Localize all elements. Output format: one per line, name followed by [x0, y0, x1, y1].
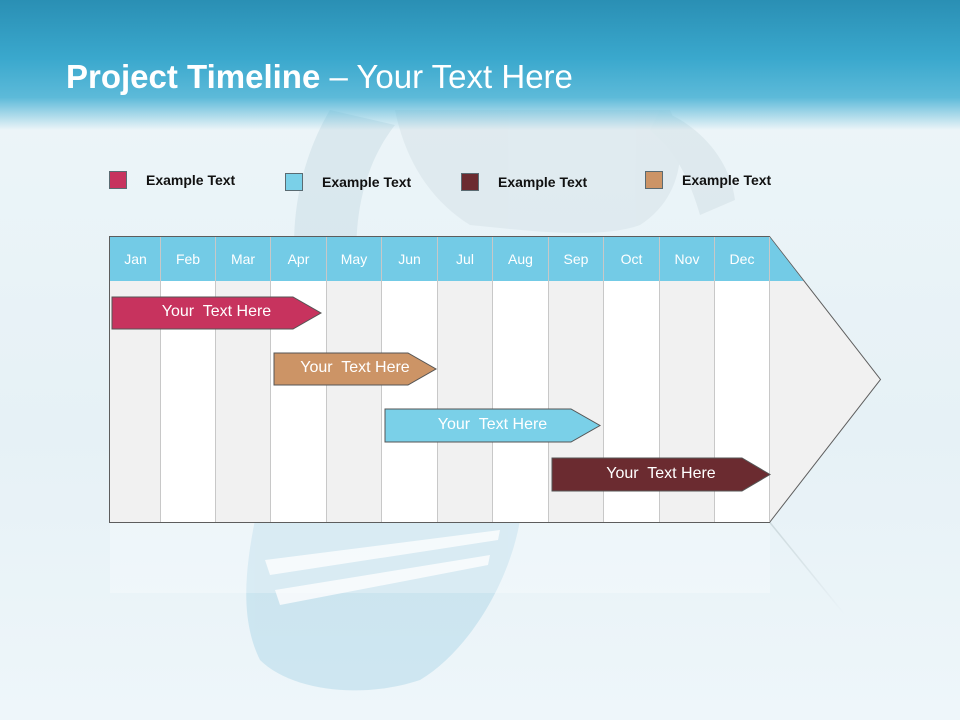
month-column [381, 281, 437, 522]
timeline-bar-3 [384, 408, 602, 443]
month-label-feb: Feb [175, 251, 201, 267]
month-column [326, 281, 381, 522]
legend-label-1: Example Text [146, 172, 236, 188]
timeline-bar-2 [273, 352, 438, 386]
month-label-may: May [340, 251, 368, 267]
timeline-bar-label-1: Your Text Here [161, 303, 272, 320]
timeline-bar-1 [111, 296, 323, 330]
month-label-mar: Mar [230, 251, 256, 267]
legend-label-2: Example Text [322, 174, 412, 190]
legend-swatch-2 [285, 173, 303, 191]
legend-label-3: Example Text [498, 174, 588, 190]
month-label-apr: Apr [287, 251, 310, 267]
month-column [492, 281, 548, 522]
timeline-bar-label-4: Your Text Here [606, 464, 716, 482]
month-label-sep: Sep [563, 251, 589, 267]
legend-swatch-4 [645, 171, 663, 189]
month-label-nov: Nov [674, 251, 700, 267]
legend-label-4: Example Text [682, 172, 772, 188]
reflection-fill [110, 523, 770, 593]
month-column [437, 281, 492, 522]
legend-swatch-3 [461, 173, 479, 191]
title-rest: – Your Text Here [320, 58, 573, 95]
month-label-jun: Jun [398, 251, 421, 267]
legend-swatch-1 [109, 171, 127, 189]
arrow-header-tip [769, 237, 804, 281]
month-label-aug: Aug [508, 251, 533, 267]
timeline-bar-4 [551, 457, 771, 492]
title-bold: Project Timeline [66, 58, 321, 95]
timeline-bar-label-3: Your Text Here [437, 415, 548, 433]
reflection-arrow-edge [768, 521, 846, 616]
header-band [0, 0, 960, 130]
slide-title: Project Timeline – Your Text Here [66, 58, 573, 96]
month-label-dec: Dec [729, 251, 755, 267]
month-label-jan: Jan [124, 251, 147, 267]
month-label-oct: Oct [620, 251, 643, 267]
month-label-jul: Jul [456, 251, 474, 267]
timeline-bar-label-2: Your Text Here [300, 359, 410, 376]
